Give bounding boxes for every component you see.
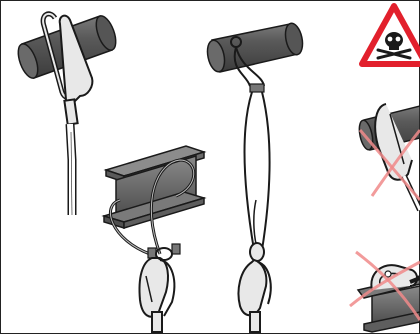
cable-sling-on-i-beam (101, 145, 207, 333)
incorrect-use-crossed-out (349, 3, 420, 333)
cross-out-mark (358, 129, 420, 201)
lanyard-strap-left (65, 123, 77, 216)
skull-crossbones-warning-icon (359, 3, 420, 67)
scaffold-hook-right (237, 258, 272, 333)
scaffold-hook-center (138, 247, 176, 333)
scaffold-hook-left (40, 11, 94, 126)
ferrule (147, 247, 157, 259)
ferrule (171, 243, 181, 255)
round-bar-right (206, 22, 304, 73)
cross-out-mark (349, 250, 420, 321)
wire-lanyard-on-round-bar (206, 22, 304, 333)
ferrule (249, 83, 265, 93)
hook-on-round-bar (17, 11, 117, 216)
